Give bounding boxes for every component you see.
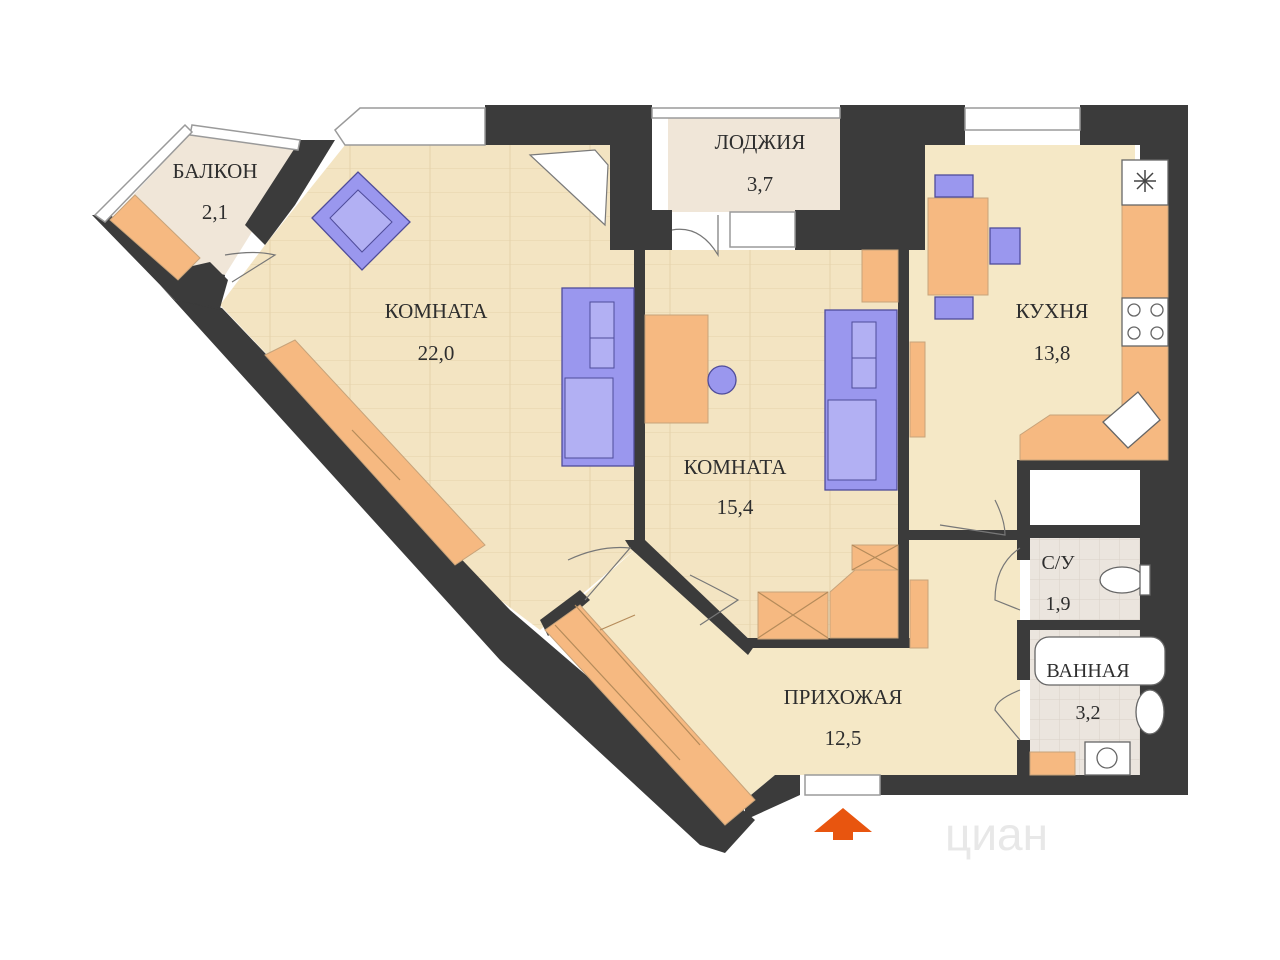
room-small-name: КОМНАТА <box>684 455 788 479</box>
hallway-name: ПРИХОЖАЯ <box>784 685 903 709</box>
sofa-details <box>329 189 877 481</box>
wc-area: 1,9 <box>1046 593 1071 615</box>
floor-room-large <box>220 145 640 630</box>
wardrobe-crosses <box>351 429 899 761</box>
entry-arrow-icon <box>814 808 872 840</box>
wc-name: С/У <box>1041 552 1075 574</box>
bathroom-area: 3,2 <box>1076 702 1101 724</box>
sanitary <box>1034 159 1169 776</box>
windows <box>93 107 1081 796</box>
hallway-area: 12,5 <box>825 726 862 750</box>
room-large-name: КОМНАТА <box>385 299 489 323</box>
corner-table <box>528 149 609 227</box>
doors <box>224 215 1021 741</box>
kitchen-area: 13,8 <box>1034 341 1071 365</box>
room-small-area: 15,4 <box>717 495 754 519</box>
balcony-name: БАЛКОН <box>172 159 257 183</box>
room-large-area: 22,0 <box>418 341 455 365</box>
vent-icon <box>1134 170 1156 192</box>
watermark: циан <box>945 808 1048 860</box>
balcony-area: 2,1 <box>202 200 228 224</box>
furniture-orange <box>109 194 1169 826</box>
floor-hallway <box>545 530 1020 800</box>
floor-loggia <box>668 118 840 212</box>
loggia-name: ЛОДЖИЯ <box>715 130 806 154</box>
bathroom-name: ВАННАЯ <box>1046 660 1129 682</box>
kitchen-name: КУХНЯ <box>1016 299 1089 323</box>
loggia-area: 3,7 <box>747 172 773 196</box>
